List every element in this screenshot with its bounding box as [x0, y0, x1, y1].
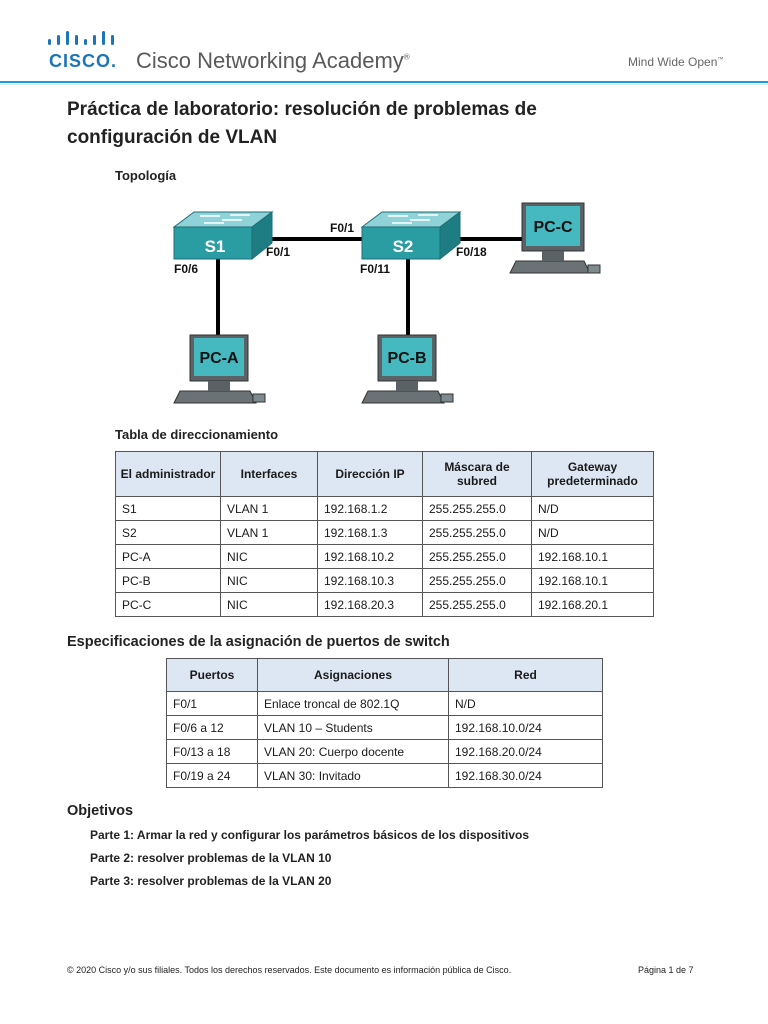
- table-cell: 255.255.255.0: [422, 496, 532, 521]
- cisco-logo-wordmark: CISCO.: [49, 51, 118, 71]
- table-cell: F0/19 a 24: [166, 763, 258, 788]
- header-rule: [0, 81, 768, 83]
- column-header: Asignaciones: [257, 658, 449, 692]
- port-label-s1-f01: F0/1: [266, 245, 290, 259]
- cisco-logo-bars-icon: [48, 31, 114, 45]
- table-cell: PC-A: [115, 544, 221, 569]
- table-header-row: El administrador Interfaces Dirección IP…: [115, 451, 654, 497]
- switch-s1-icon: S1: [172, 211, 274, 261]
- table-cell: S2: [115, 520, 221, 545]
- footer-copyright: © 2020 Cisco y/o sus filiales. Todos los…: [67, 965, 512, 975]
- column-header: Red: [448, 658, 603, 692]
- pc-c-label: PC-C: [533, 219, 573, 236]
- table-cell: Enlace troncal de 802.1Q: [257, 691, 449, 716]
- table-cell: PC-B: [115, 568, 221, 593]
- pc-b-icon: PC-B: [361, 334, 454, 404]
- table-cell: F0/1: [166, 691, 258, 716]
- page-title: Práctica de laboratorio: resolución de p…: [67, 99, 537, 148]
- table-cell: N/D: [531, 496, 654, 521]
- table-cell: 192.168.1.3: [317, 520, 423, 545]
- table-cell: 192.168.10.1: [531, 568, 654, 593]
- topology-diagram: S1 S2 F0/1 F0/6 F0/1 F0/11 F0/18 PC-A PC…: [172, 202, 601, 404]
- table-cell: 192.168.30.0/24: [448, 763, 603, 788]
- switch-s1-label: S1: [205, 237, 226, 256]
- column-header: Gateway predeterminado: [531, 451, 654, 497]
- table-cell: NIC: [220, 568, 318, 593]
- column-header: Máscara de subred: [422, 451, 532, 497]
- table-cell: VLAN 30: Invitado: [257, 763, 449, 788]
- objective-part-2: Parte 2: resolver problemas de la VLAN 1…: [90, 851, 332, 865]
- port-label-s2-f011: F0/11: [360, 262, 390, 276]
- pc-a-icon: PC-A: [173, 334, 266, 404]
- port-label-s2-f018: F0/18: [456, 245, 487, 259]
- table-cell: NIC: [220, 592, 318, 617]
- table-cell: N/D: [448, 691, 603, 716]
- table-cell: VLAN 1: [220, 520, 318, 545]
- column-header: Puertos: [166, 658, 258, 692]
- column-header: El administrador: [115, 451, 221, 497]
- topology-heading: Topología: [115, 168, 177, 183]
- table-cell: S1: [115, 496, 221, 521]
- table-cell: 192.168.10.2: [317, 544, 423, 569]
- column-header: Interfaces: [220, 451, 318, 497]
- table-cell: NIC: [220, 544, 318, 569]
- switch-s2-label: S2: [393, 237, 414, 256]
- pc-b-label: PC-B: [387, 350, 426, 367]
- tagline: Mind Wide Open™: [628, 55, 724, 69]
- table-cell: PC-C: [115, 592, 221, 617]
- table-cell: 192.168.20.3: [317, 592, 423, 617]
- table-cell: 255.255.255.0: [422, 544, 532, 569]
- pc-c-icon: PC-C: [509, 202, 601, 274]
- academy-name: Cisco Networking Academy®: [136, 48, 410, 73]
- table-header-row: Puertos Asignaciones Red: [166, 658, 603, 692]
- links: [216, 237, 530, 345]
- table-cell: 192.168.1.2: [317, 496, 423, 521]
- addressing-table: El administrador Interfaces Dirección IP…: [115, 451, 654, 617]
- page-number: Página 1 de 7: [638, 965, 694, 975]
- switch-s2-icon: S2: [360, 211, 462, 261]
- table-cell: VLAN 20: Cuerpo docente: [257, 739, 449, 764]
- column-header: Dirección IP: [317, 451, 423, 497]
- table-cell: N/D: [531, 520, 654, 545]
- table-cell: VLAN 10 – Students: [257, 715, 449, 740]
- objective-part-1: Parte 1: Armar la red y configurar los p…: [90, 828, 530, 842]
- table-cell: 192.168.10.0/24: [448, 715, 603, 740]
- ports-heading: Especificaciones de la asignación de pue…: [67, 634, 450, 650]
- port-label-trunk: F0/1: [330, 221, 354, 235]
- table-cell: F0/13 a 18: [166, 739, 258, 764]
- table-cell: VLAN 1: [220, 496, 318, 521]
- header-rule-light: [0, 84, 768, 85]
- table-cell: 255.255.255.0: [422, 520, 532, 545]
- table-cell: 192.168.20.0/24: [448, 739, 603, 764]
- objective-part-3: Parte 3: resolver problemas de la VLAN 2…: [90, 874, 332, 888]
- table-cell: F0/6 a 12: [166, 715, 258, 740]
- pc-a-label: PC-A: [199, 350, 239, 367]
- table-cell: 192.168.10.3: [317, 568, 423, 593]
- table-cell: 192.168.20.1: [531, 592, 654, 617]
- addressing-heading: Tabla de direccionamiento: [115, 427, 279, 442]
- port-label-s1-f06: F0/6: [174, 262, 198, 276]
- table-cell: 255.255.255.0: [422, 568, 532, 593]
- objectives-heading: Objetivos: [67, 803, 134, 819]
- table-cell: 255.255.255.0: [422, 592, 532, 617]
- table-cell: 192.168.10.1: [531, 544, 654, 569]
